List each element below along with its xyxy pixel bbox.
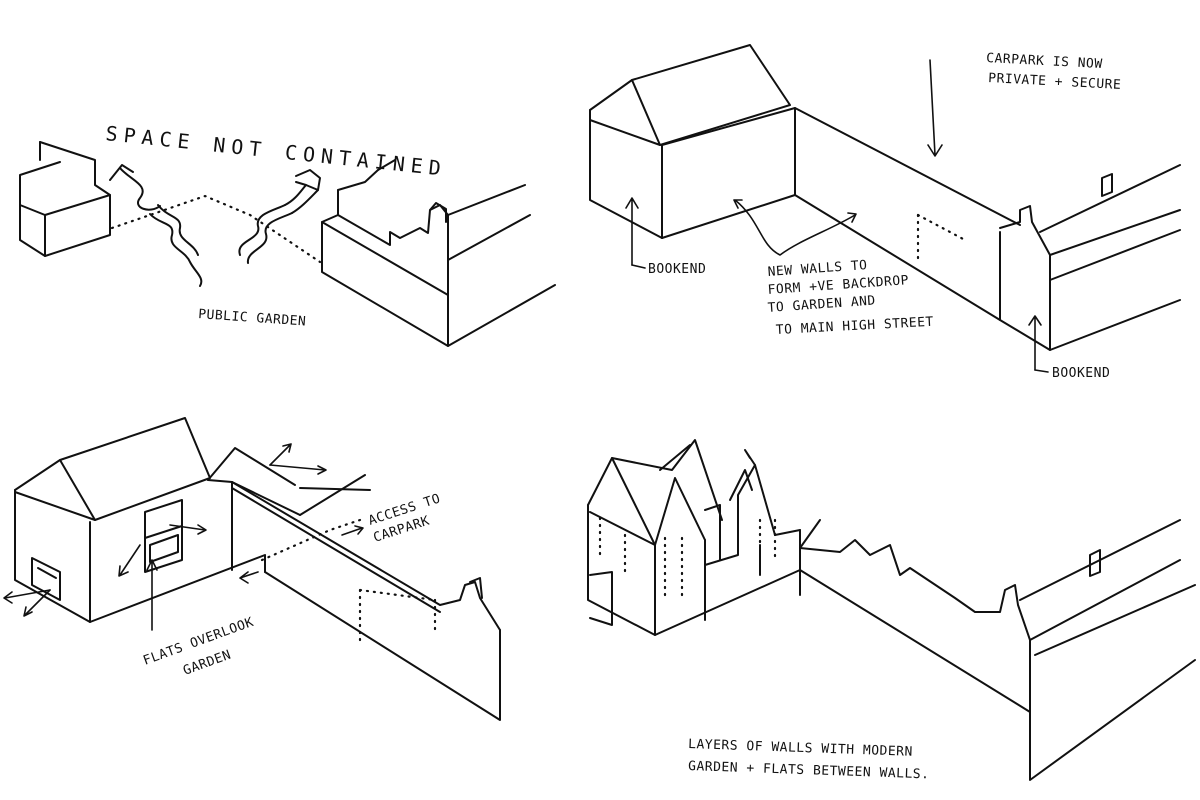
label-space-not-contained: SPACE NOT CONTAINED xyxy=(104,121,447,181)
new-wall-segment xyxy=(661,107,1021,321)
wall-to-carpark xyxy=(231,474,501,721)
panel-flats-overlook: ACCESS TO CARPARK FLATS OVERLOOK GARDEN xyxy=(3,417,501,721)
label-public-garden: PUBLIC GARDEN xyxy=(198,307,307,330)
label-layers-line2: GARDEN + FLATS BETWEEN WALLS. xyxy=(688,759,930,782)
label-bookend-right: BOOKEND xyxy=(1052,366,1110,381)
panel-space-not-contained: SPACE NOT CONTAINED PUBLIC GARDEN xyxy=(19,121,556,347)
label-bookend-left: BOOKEND xyxy=(648,262,706,277)
label-walls-line4: TO MAIN HIGH STREET xyxy=(775,315,934,338)
bookend-right-building xyxy=(999,164,1181,351)
annotation-arrows xyxy=(625,59,1049,373)
gabled-building xyxy=(587,439,801,636)
label-carpark-line1: CARPARK IS NOW xyxy=(986,51,1103,72)
left-building-block xyxy=(19,141,111,257)
dotted-access-line xyxy=(260,518,362,562)
annotation-arrows xyxy=(3,443,364,631)
flow-arrows xyxy=(109,164,321,287)
flats-building xyxy=(14,417,301,623)
open-boundary-dotted xyxy=(110,194,322,264)
right-building-block xyxy=(321,159,556,347)
label-walls-line1: NEW WALLS TO xyxy=(767,258,868,280)
dotted-opening-top xyxy=(916,213,967,242)
panel-new-walls: CARPARK IS NOW PRIVATE + SECURE BOOKEND … xyxy=(589,44,1181,381)
layered-walls xyxy=(799,519,1196,781)
panel-layers-of-walls: LAYERS OF WALLS WITH MODERN GARDEN + FLA… xyxy=(587,439,1196,782)
dotted-opening xyxy=(358,588,437,642)
dotted-window-marks xyxy=(598,516,777,602)
label-layers-line1: LAYERS OF WALLS WITH MODERN xyxy=(688,737,913,760)
label-carpark-line2: PRIVATE + SECURE xyxy=(988,71,1122,93)
bookend-left-building xyxy=(589,44,791,239)
